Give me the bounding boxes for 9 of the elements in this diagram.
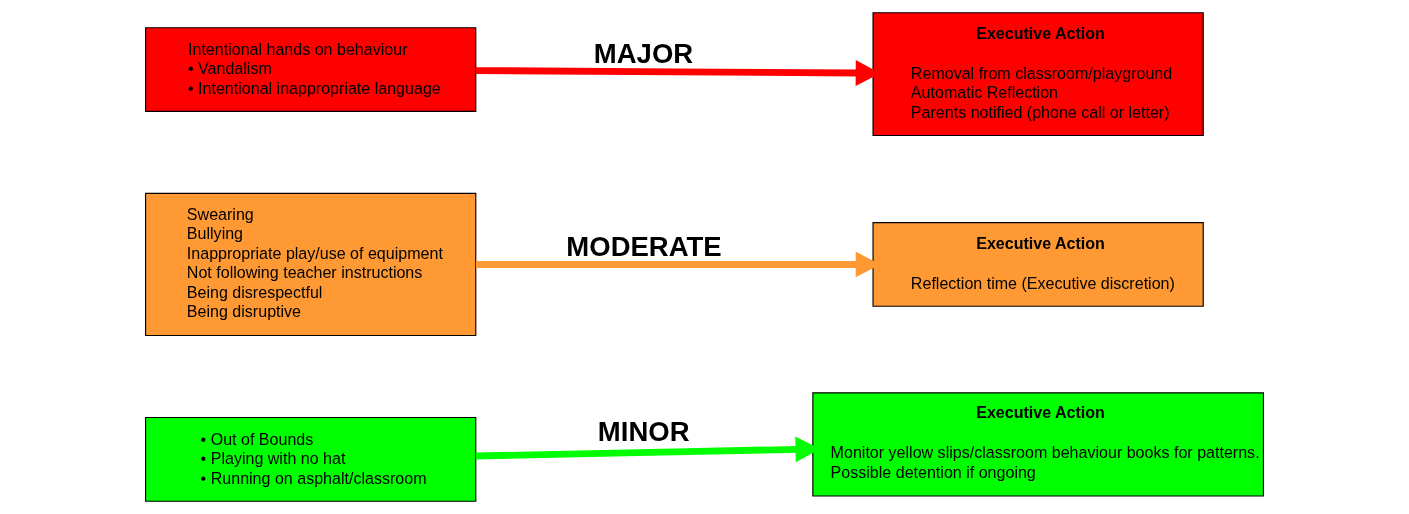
- node-box: Executive Action Monitor yellow slips/classroom behaviour books for patterns. Possible detention if ongoing: [812, 392, 1264, 497]
- node-box: Intentional hands on behaviour • Vandalism • Intentional inappropriate language: [145, 27, 477, 112]
- node-box: Swearing Bullying Inappropriate play/use of equipment Not following teacher instructions Being disrespectful Being disruptive: [145, 192, 477, 337]
- node-box: Executive Action Removal from classroom/playground Automatic Reflection Parents notified (phone call or letter): [872, 12, 1204, 137]
- edge-label: MAJOR: [593, 37, 694, 69]
- edge-label: MINOR: [597, 416, 690, 448]
- node-box: Executive Action Reflection time (Executive discretion): [872, 222, 1204, 307]
- edge-label: MODERATE: [566, 230, 722, 262]
- node-box: • Out of Bounds • Playing with no hat • Running on asphalt/classroom: [145, 416, 477, 502]
